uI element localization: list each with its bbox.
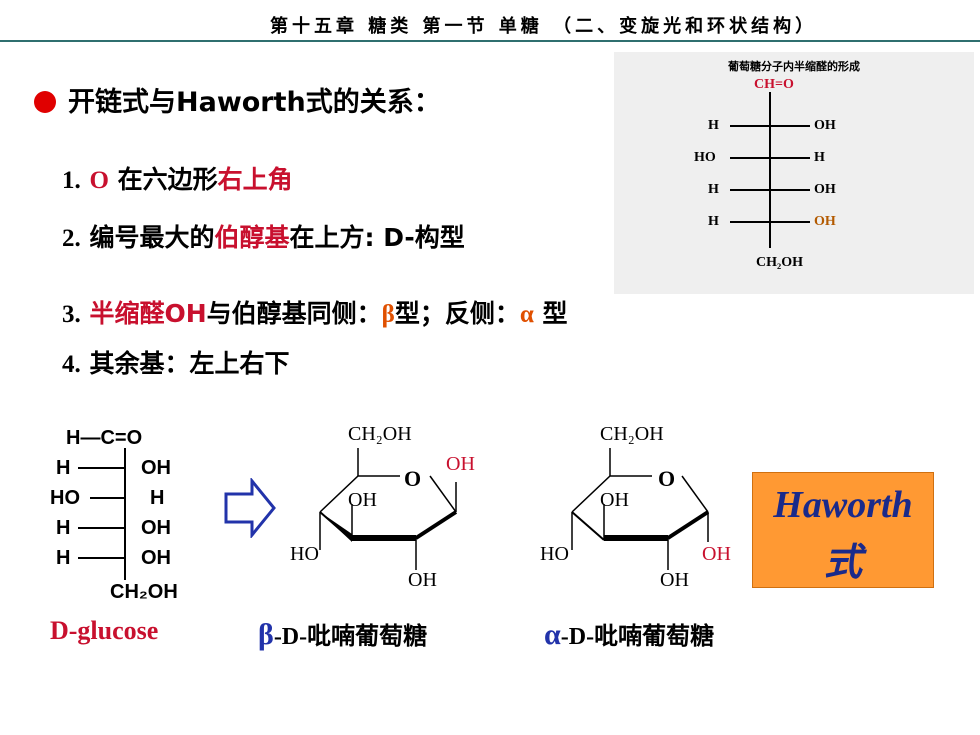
rule-text: 与伯醇基同侧： [206, 299, 382, 328]
card-left-group: HO [694, 150, 716, 165]
alpha-haworth-ring [571, 448, 710, 570]
alpha-oh-c2: OH [660, 569, 689, 591]
rule-text: 型；反侧： [394, 299, 520, 328]
right-group: OH [141, 547, 171, 569]
beta-ho-c3: HO [290, 543, 319, 565]
rule-1: 1. O 在六边形右上角 [62, 160, 293, 196]
rule-text: 型 [533, 299, 568, 328]
rule-text: 编号最大的 [89, 223, 215, 252]
haworth-label-box: Haworth 式 [752, 472, 934, 588]
alpha-ring-oxygen: O [658, 466, 676, 491]
right-group: OH [141, 457, 171, 479]
haworth-box-line1: Haworth [773, 484, 913, 526]
card-left-group: H [708, 182, 719, 197]
rule-text: 其余基：左上右下 [89, 349, 290, 378]
left-group: H [56, 457, 71, 479]
left-group: H [56, 517, 71, 539]
card-right-group: OH [814, 214, 836, 229]
alpha-oh-c4: OH [600, 489, 629, 511]
rule-highlight: 半缩醛OH [89, 299, 207, 328]
card-ch2oh: CH₂OH [756, 255, 803, 270]
beta-haworth-ring [319, 448, 458, 570]
fischer-card-bonds [730, 92, 810, 248]
rule-4: 4. 其余基：左上右下 [62, 344, 289, 380]
alpha-anomeric-oh: OH [702, 543, 731, 565]
card-left-group: H [708, 118, 719, 133]
section-heading: 开链式与Haworth式的关系： [34, 80, 441, 119]
alpha-caption: α-D-吡喃葡萄糖 [544, 616, 714, 652]
card-left-group: H [708, 214, 719, 229]
left-ch2oh: CH₂OH [110, 581, 178, 603]
beta-ch2oh: CH₂OH [348, 423, 412, 445]
rule-text: 在六边形 [108, 165, 218, 194]
right-arrow-icon [224, 478, 276, 538]
left-aldehyde: H—C=O [66, 427, 143, 449]
rule-highlight: 伯醇基 [214, 223, 290, 252]
rule-number: 4. [62, 351, 81, 378]
card-right-group: H [814, 150, 825, 165]
left-group: HO [50, 487, 80, 509]
alpha-caption-symbol: α [544, 618, 561, 651]
rule-number: 1. [62, 167, 81, 194]
left-group: H [56, 547, 71, 569]
beta-oh-c4: OH [348, 489, 377, 511]
beta-ring-oxygen: O [404, 466, 422, 491]
fischer-card: 葡萄糖分子内半缩醛的形成 CH=O H OH HO H H OH H OH CH… [614, 52, 974, 294]
rule-number: 3. [62, 301, 81, 328]
alpha-symbol: α [519, 301, 534, 328]
rule-number: 2. [62, 225, 81, 252]
alpha-ch2oh: CH₂OH [600, 423, 664, 445]
alpha-ho-c3: HO [540, 543, 569, 565]
rule-highlight: O [89, 167, 109, 194]
alpha-caption-text: -D-吡喃葡萄糖 [560, 624, 715, 650]
beta-symbol: β [381, 301, 395, 328]
rule-highlight: 右上角 [217, 165, 293, 194]
d-glucose-label: D-glucose [50, 616, 159, 645]
right-group: OH [141, 517, 171, 539]
header-rule [0, 40, 980, 42]
red-bullet-icon [34, 91, 56, 113]
beta-oh-c2: OH [408, 569, 437, 591]
card-right-group: OH [814, 118, 836, 133]
card-right-group: OH [814, 182, 836, 197]
left-fischer-bonds [78, 448, 126, 580]
beta-caption: β-D-吡喃葡萄糖 [258, 616, 427, 652]
rule-2: 2. 编号最大的伯醇基在上方: D-构型 [62, 218, 465, 254]
rule-text: 在上方: D-构型 [289, 223, 465, 252]
heading-text: 开链式与Haworth式的关系： [68, 87, 441, 118]
right-group: H [150, 487, 165, 509]
card-title: 葡萄糖分子内半缩醛的形成 [728, 60, 860, 73]
beta-anomeric-oh: OH [446, 453, 475, 475]
page-header-title: 第十五章 糖类 第一节 单糖 （二、变旋光和环状结构） [270, 16, 818, 37]
beta-caption-symbol: β [258, 618, 274, 651]
card-aldehyde: CH=O [754, 77, 794, 92]
rule-3: 3. 半缩醛OH与伯醇基同侧：β型；反侧：α 型 [62, 294, 568, 330]
haworth-box-line2: 式 [823, 540, 862, 584]
beta-caption-text: -D-吡喃葡萄糖 [273, 624, 428, 650]
